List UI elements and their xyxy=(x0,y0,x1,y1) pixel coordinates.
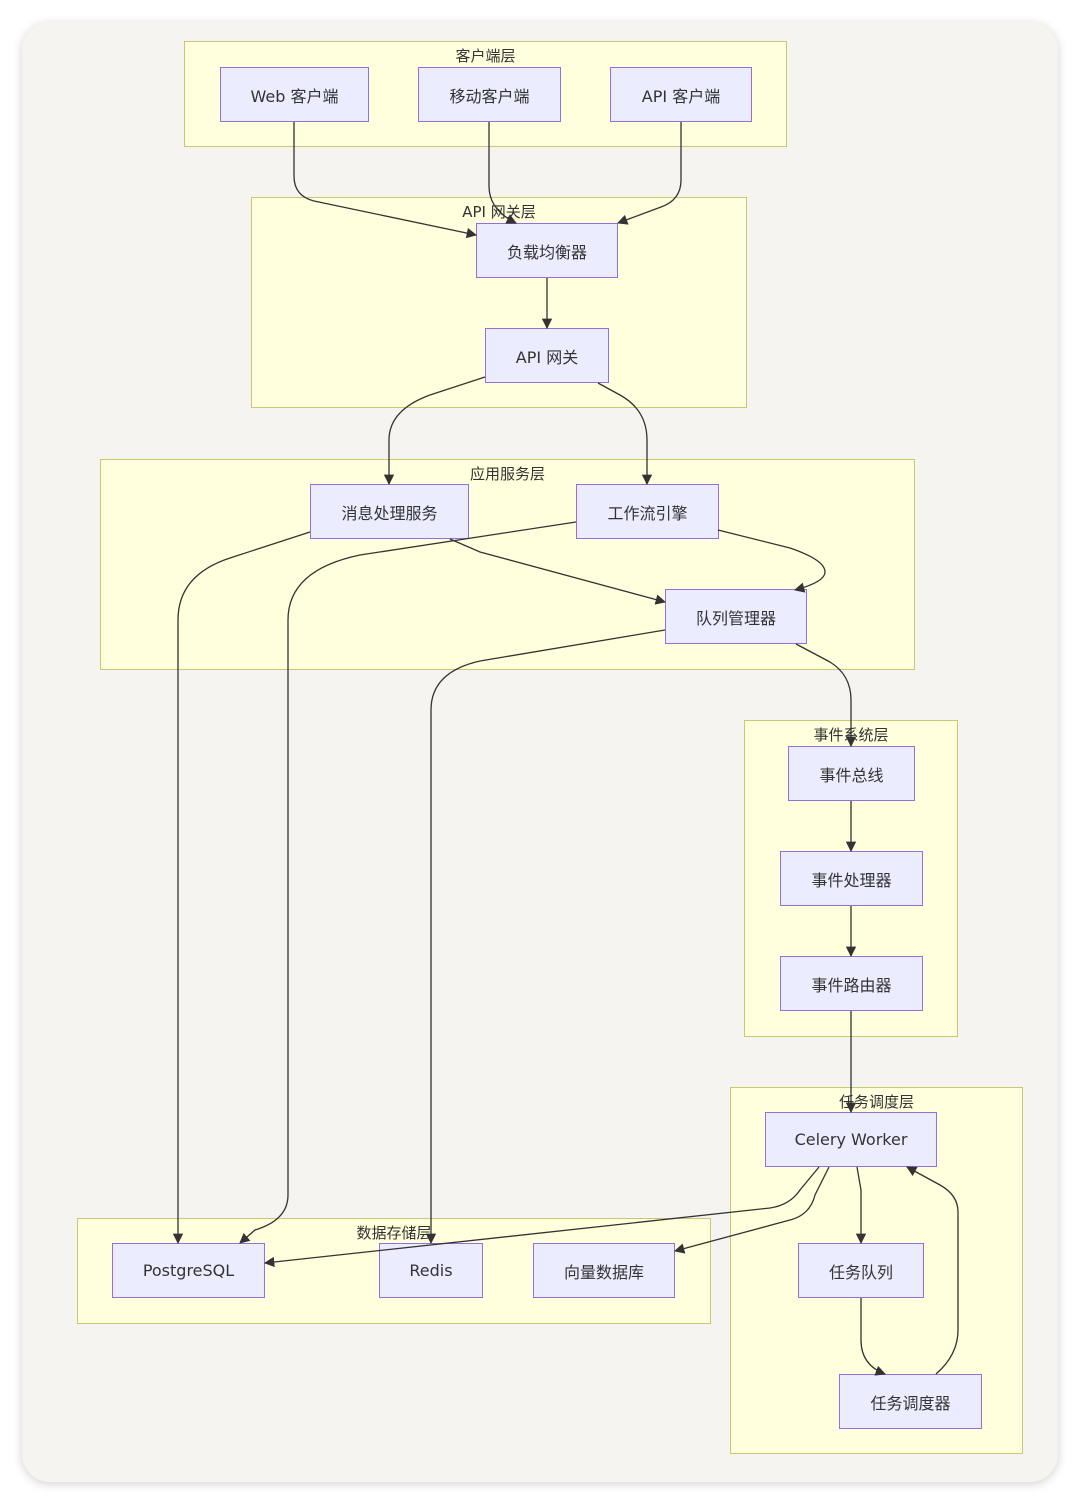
node-workflow-engine[interactable]: 工作流引擎 xyxy=(576,484,719,539)
node-redis[interactable]: Redis xyxy=(379,1243,483,1298)
node-task-scheduler[interactable]: 任务调度器 xyxy=(839,1374,982,1429)
node-message-service[interactable]: 消息处理服务 xyxy=(310,484,469,539)
group-label: 客户端层 xyxy=(455,47,516,65)
node-mobile-client[interactable]: 移动客户端 xyxy=(418,67,561,122)
node-api-gateway[interactable]: API 网关 xyxy=(485,328,609,383)
node-vector-db[interactable]: 向量数据库 xyxy=(533,1243,675,1298)
group-label: 任务调度层 xyxy=(838,1093,914,1111)
node-event-bus[interactable]: 事件总线 xyxy=(788,746,915,801)
node-celery-worker[interactable]: Celery Worker xyxy=(765,1112,937,1167)
group-label: 事件系统层 xyxy=(813,726,889,744)
node-postgresql[interactable]: PostgreSQL xyxy=(112,1243,265,1298)
node-api-client[interactable]: API 客户端 xyxy=(610,67,752,122)
node-task-queue[interactable]: 任务队列 xyxy=(798,1243,924,1298)
node-event-processor[interactable]: 事件处理器 xyxy=(780,851,923,906)
group-label: API 网关层 xyxy=(462,203,536,221)
group-label: 数据存储层 xyxy=(356,1224,432,1242)
node-load-balancer[interactable]: 负载均衡器 xyxy=(476,223,618,278)
node-event-router[interactable]: 事件路由器 xyxy=(780,956,923,1011)
node-web-client[interactable]: Web 客户端 xyxy=(220,67,369,122)
group-label: 应用服务层 xyxy=(469,465,545,483)
node-queue-manager[interactable]: 队列管理器 xyxy=(665,589,807,644)
